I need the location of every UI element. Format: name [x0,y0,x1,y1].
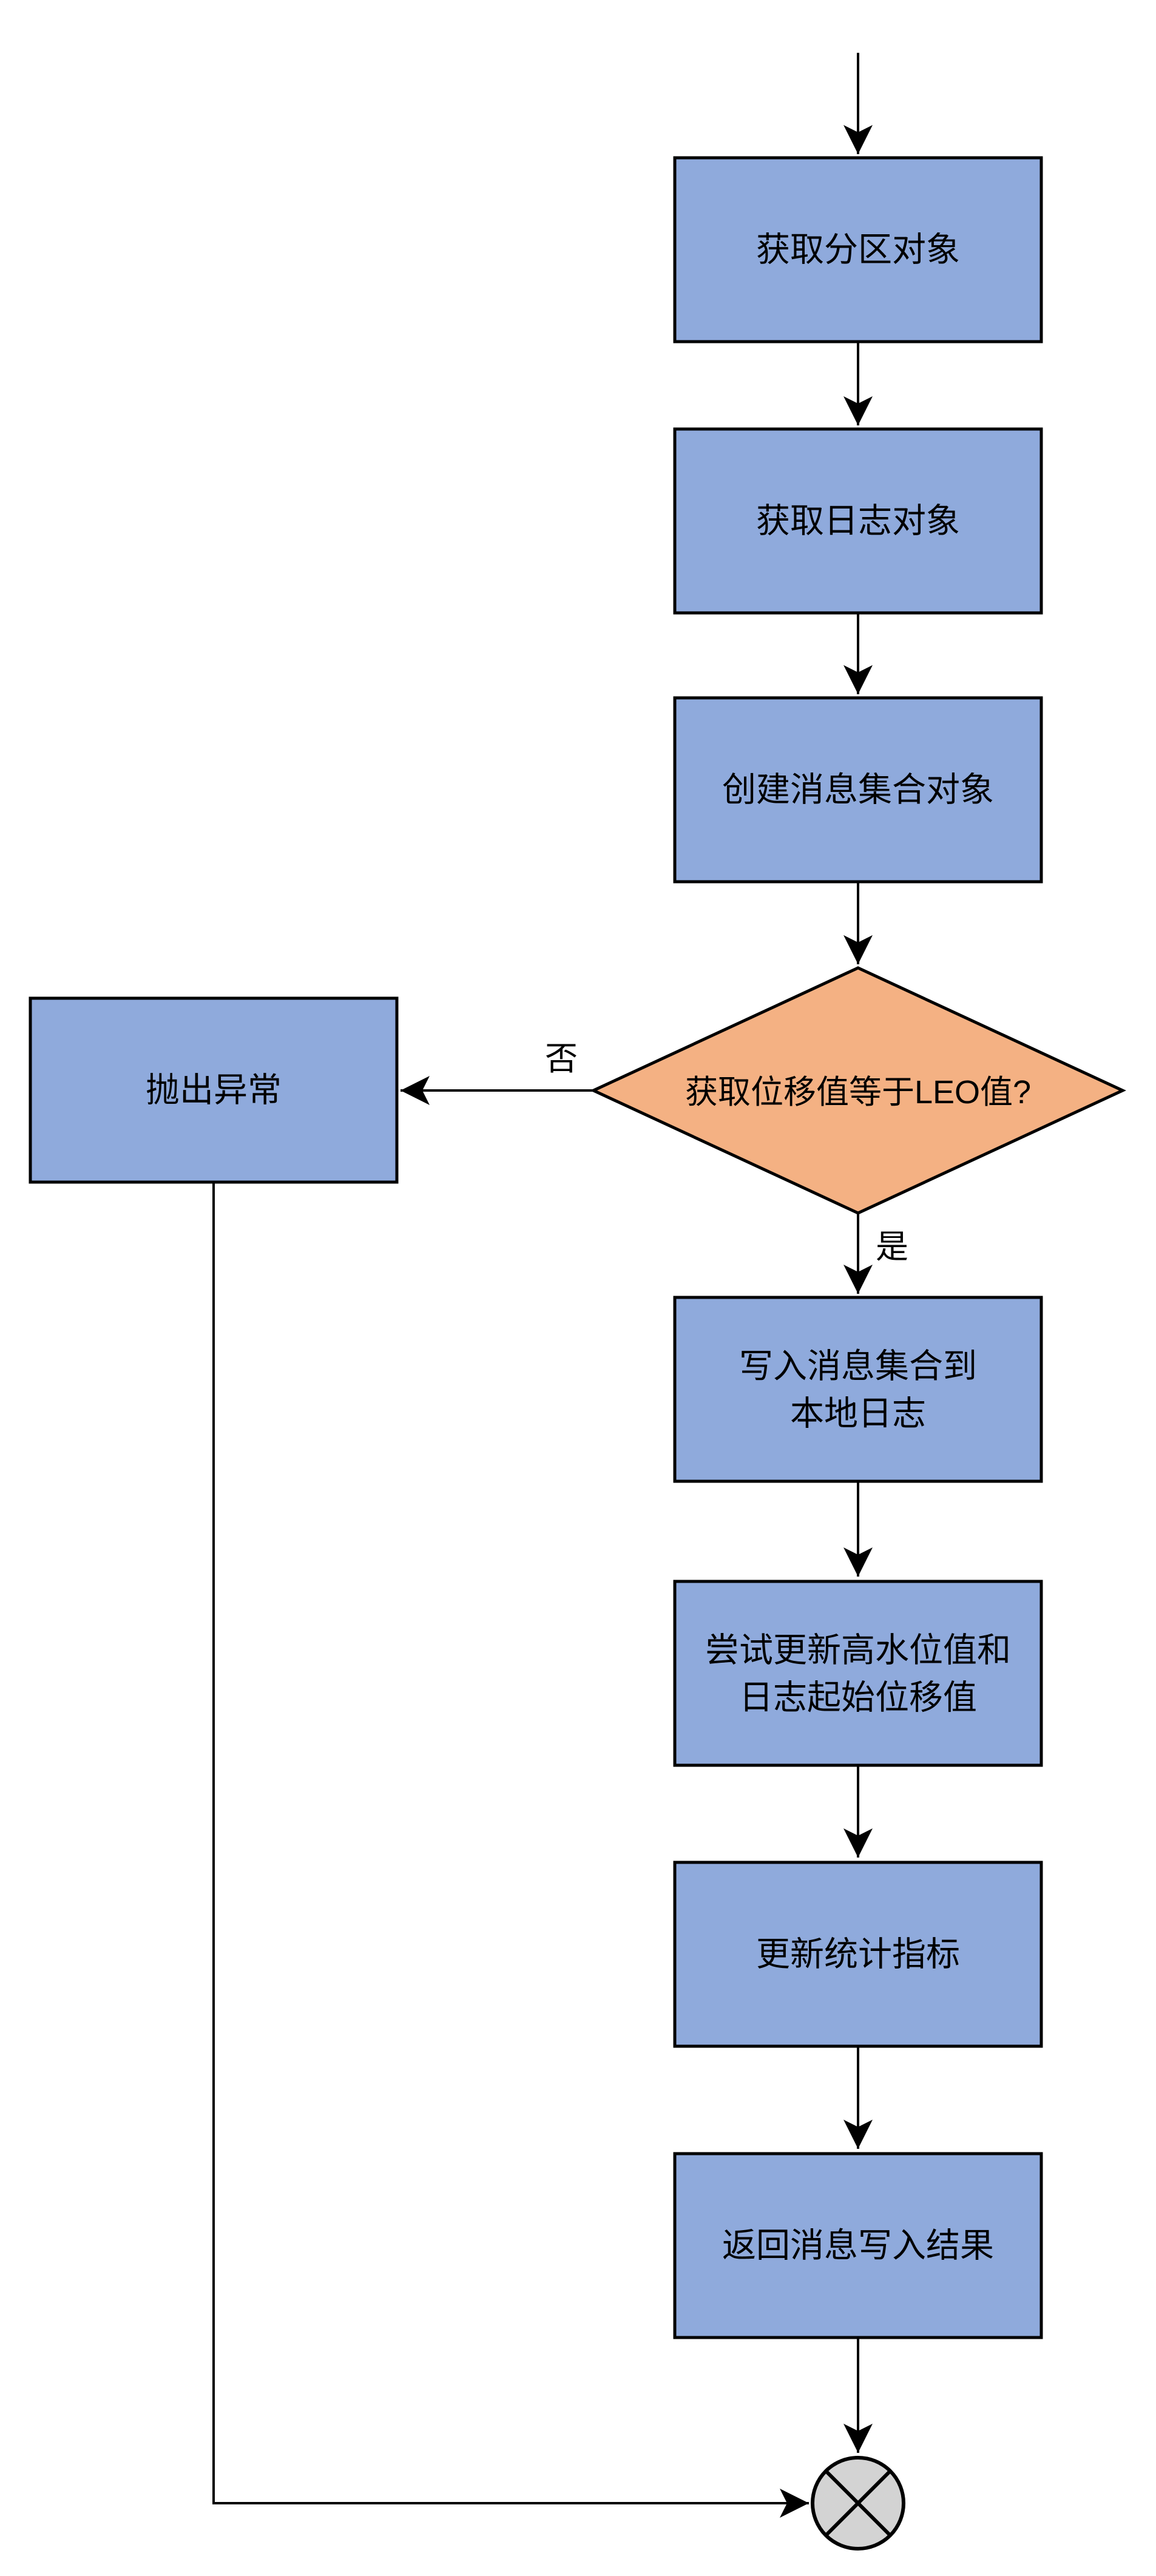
node-throw-exception-label: 抛出异常 [146,1071,282,1109]
node-write-message-set-label-line2: 本地日志 [790,1394,926,1433]
node-decision-offset-equals-leo [590,966,1126,1215]
node-throw-exception [29,996,399,1184]
node-end-terminal [811,2456,905,2551]
node-get-partition-object-label: 获取分区对象 [756,231,960,269]
node-return-write-result-label: 返回消息写入结果 [722,2226,994,2265]
node-get-partition-object [673,156,1043,343]
node-write-message-set-label-line1: 写入消息集合到 [739,1347,977,1385]
edge-label-no: 否 [545,1041,578,1077]
node-try-update-high-watermark [673,1580,1043,1767]
node-get-log-object-label: 获取日志对象 [756,502,960,540]
node-try-update-high-watermark-label-line1: 尝试更新高水位值和 [705,1631,1011,1669]
edge-throw-exception-to-end [212,1182,809,2518]
edge-label-yes: 是 [876,1229,908,1265]
end-terminal-cross-line-2 [824,2469,892,2537]
node-get-log-object [673,427,1043,615]
node-try-update-high-watermark-label-line2: 日志起始位移值 [739,1678,977,1717]
node-return-write-result [673,2152,1043,2339]
node-create-message-set-object-label: 创建消息集合对象 [722,771,994,809]
node-write-message-set-to-local-log [673,1296,1043,1483]
node-create-message-set-object [673,696,1043,884]
node-decision-offset-equals-leo-label: 获取位移值等于LEO值? [685,1074,1031,1111]
node-update-statistics-metrics [673,1861,1043,2048]
node-update-statistics-metrics-label: 更新统计指标 [756,1935,960,1973]
